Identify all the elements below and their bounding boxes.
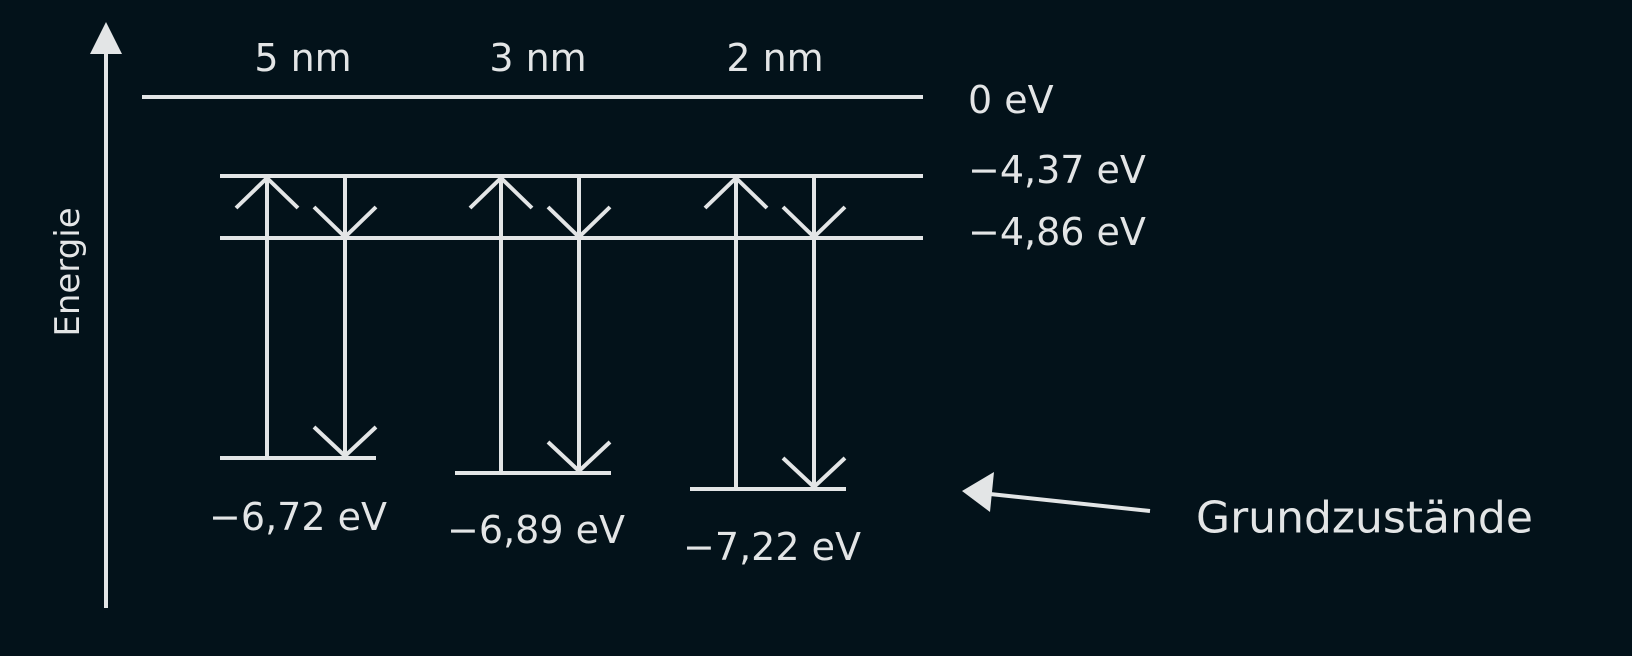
level-label-vacuum: 0 eV [968, 78, 1054, 122]
level-label-486: −4,86 eV [968, 210, 1146, 254]
down-arrowhead-icon [312, 205, 378, 240]
ground-label-5nm: −6,72 eV [209, 495, 387, 539]
axis-arrowhead-icon [90, 22, 122, 54]
size-label-5nm: 5 nm [254, 36, 352, 80]
down-arrowhead-icon [546, 440, 612, 474]
up-arrowhead-icon [703, 175, 769, 210]
pointer-arrow-shaft [989, 492, 1151, 513]
down-arrowhead-icon [546, 205, 612, 240]
down-arrowhead-icon [781, 205, 847, 240]
ground-label-2nm: −7,22 eV [683, 525, 861, 569]
up-arrowhead-icon [234, 175, 300, 210]
energy-axis-label: Energie [48, 207, 88, 337]
level-label-437: −4,37 eV [968, 148, 1146, 192]
size-label-3nm: 3 nm [489, 36, 587, 80]
down-arrowhead-icon [312, 425, 378, 459]
ground-states-annotation: Grundzustände [1196, 492, 1533, 544]
size-label-2nm: 2 nm [726, 36, 824, 80]
down-arrowhead-icon [781, 456, 847, 490]
pointer-arrowhead-icon [962, 472, 994, 512]
up-arrowhead-icon [468, 175, 534, 210]
ground-label-3nm: −6,89 eV [447, 508, 625, 552]
